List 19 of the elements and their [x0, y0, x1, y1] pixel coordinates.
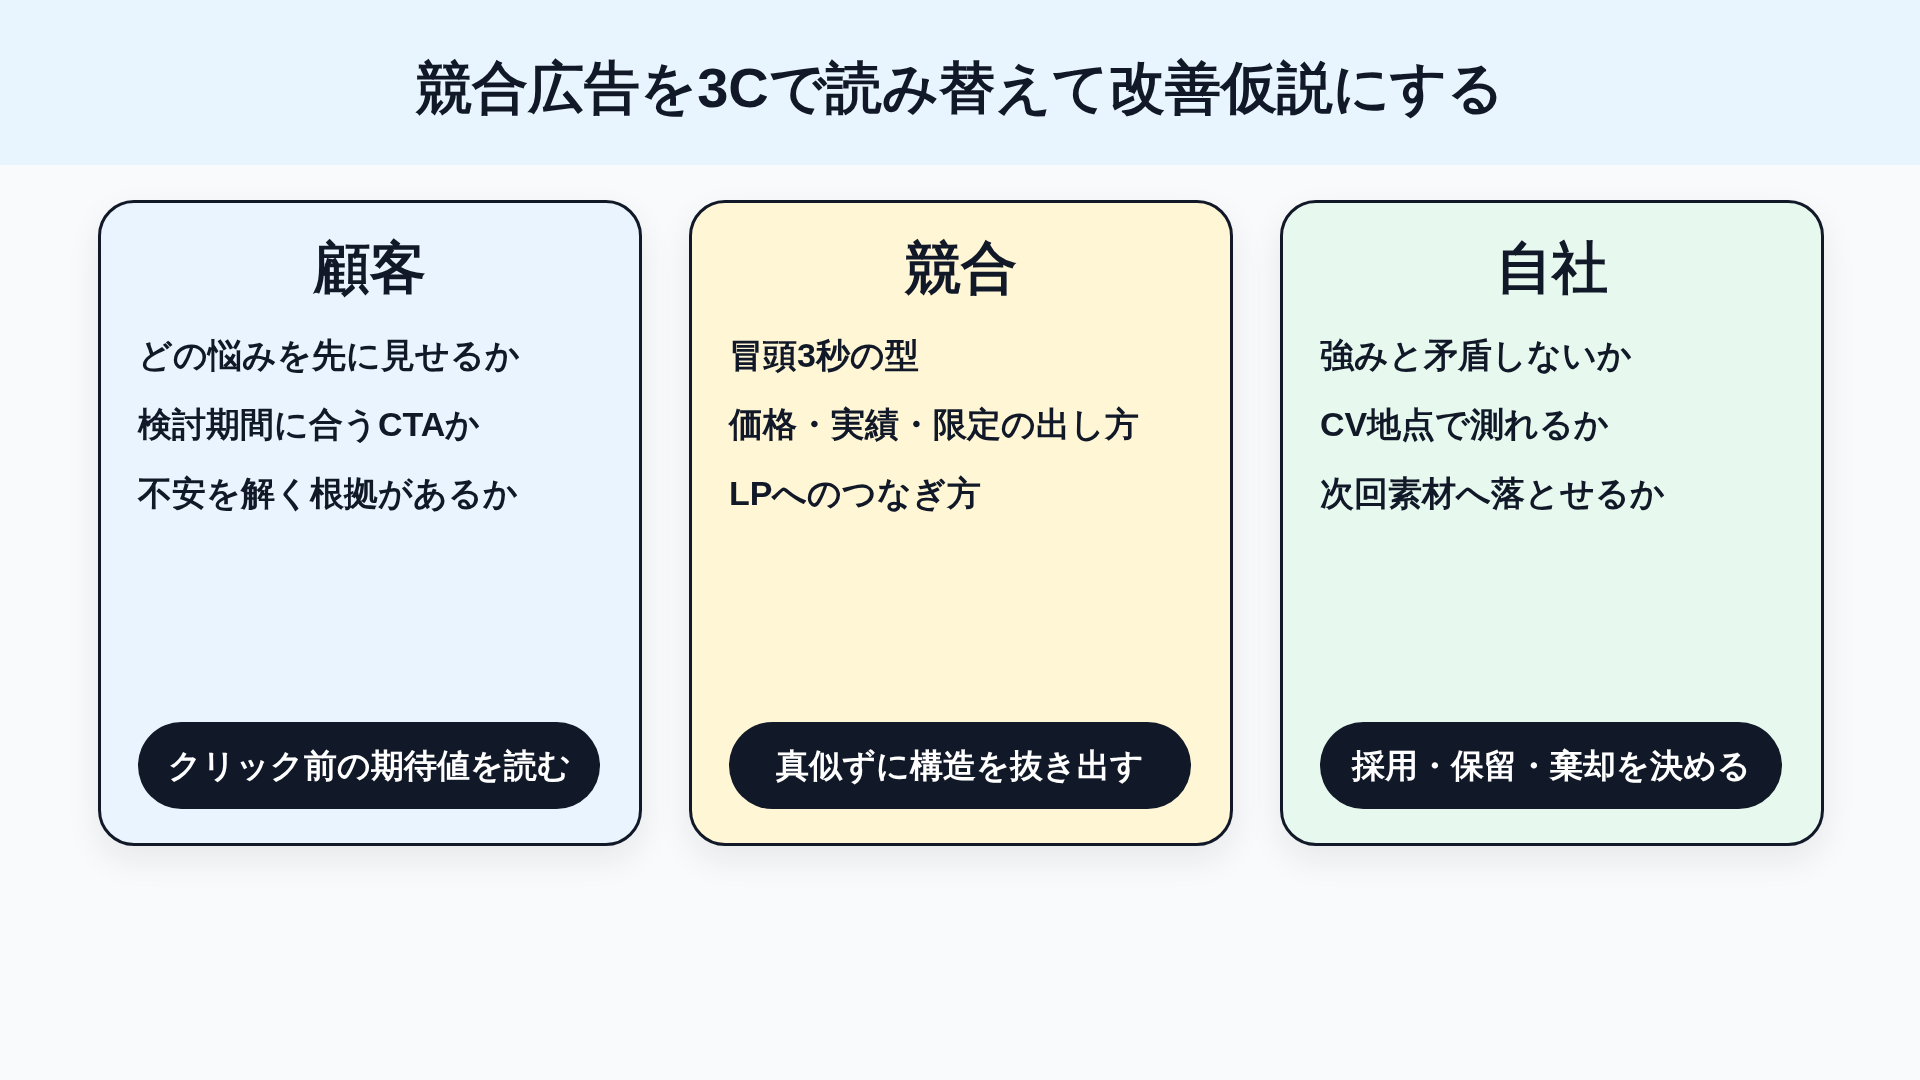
card-heading: 顧客: [314, 235, 426, 301]
card-heading: 自社: [1496, 235, 1608, 301]
summary-pill: クリック前の期待値を読む: [138, 722, 600, 809]
card-item-text: LPへのつなぎ方: [729, 473, 982, 514]
summary-pill: 真似ずに構造を抜き出す: [729, 722, 1191, 809]
card-item-text: 冒頭3秒の型: [729, 335, 919, 376]
card-item-text: 検討期間に合うCTAか: [138, 404, 481, 445]
card-heading: 競合: [905, 235, 1017, 301]
summary-pill: 採用・保留・棄却を決める: [1320, 722, 1782, 809]
card-item-text: どの悩みを先に見せるか: [138, 335, 520, 376]
card-item-text: 強みと矛盾しないか: [1320, 335, 1632, 376]
card-item-text: 不安を解く根拠があるか: [138, 473, 518, 514]
page-title: 競合広告を3Cで読み替えて改善仮説にする: [416, 54, 1504, 121]
category-card: [98, 200, 642, 846]
card-item-text: 価格・実績・限定の出し方: [729, 404, 1139, 445]
category-card: [1280, 200, 1824, 846]
card-item-text: 次回素材へ落とせるか: [1320, 473, 1665, 514]
card-item-text: CV地点で測れるか: [1320, 404, 1610, 445]
category-card: [689, 200, 1233, 846]
